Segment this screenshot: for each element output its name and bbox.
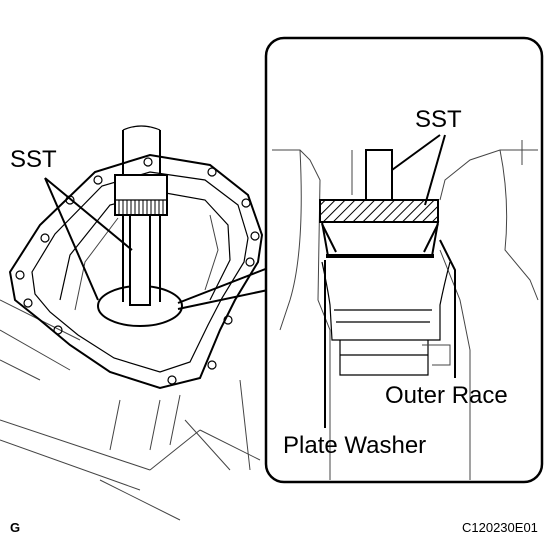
inset-frame <box>264 36 544 484</box>
plate-washer-label: Plate Washer <box>283 432 426 459</box>
sst-label-inset: SST <box>415 106 462 133</box>
inset-callout-lines <box>177 267 269 310</box>
corner-mark: G <box>10 520 20 535</box>
outer-race-label: Outer Race <box>385 382 508 409</box>
transmission-case-drawing <box>0 125 264 521</box>
figure-code: C120230E01 <box>462 520 538 535</box>
sst-left-leaders <box>44 177 133 301</box>
sst-label-left: SST <box>10 146 57 173</box>
inset-detail <box>264 36 544 484</box>
